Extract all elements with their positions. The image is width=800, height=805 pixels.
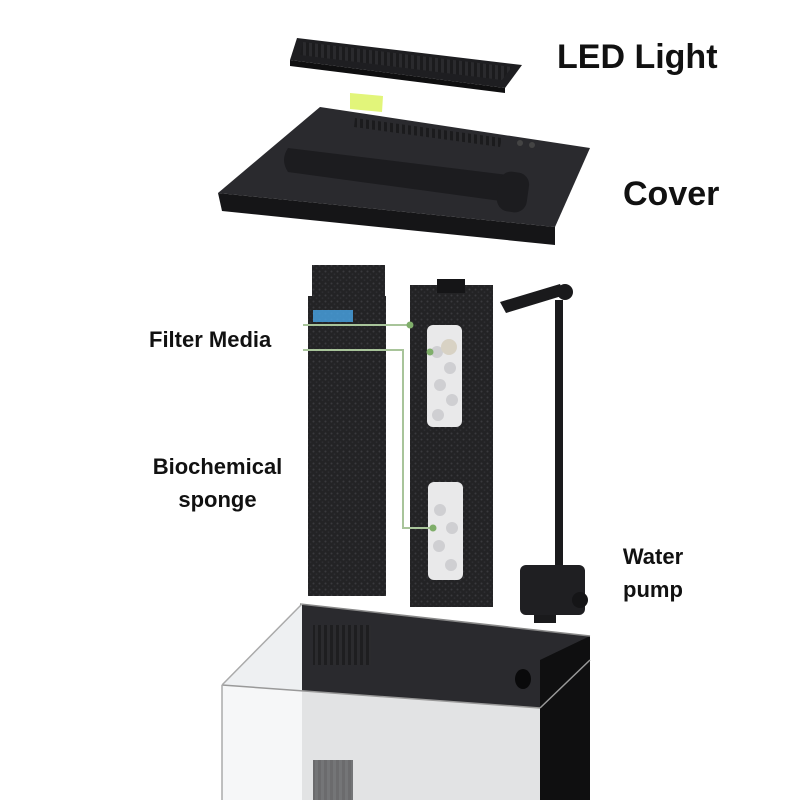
led-light-icon [290, 38, 522, 112]
biochemical-sponge-line-1: Biochemical [152, 454, 283, 479]
tank-icon [221, 603, 591, 800]
water-pump-icon [500, 284, 588, 623]
water-pump-line-1: Water [622, 544, 684, 569]
biochemical-sponge-line-2: sponge [178, 487, 257, 512]
filter-media-label: Filter Media [149, 327, 272, 352]
water-pump-line-2: pump [623, 577, 683, 602]
led-light-label: LED Light [557, 38, 718, 76]
sponge-icon [308, 265, 386, 596]
callout-lines [303, 324, 433, 529]
water-pump-label: Water pump [608, 540, 698, 606]
cover-icon [218, 107, 590, 245]
cover-label: Cover [623, 175, 720, 213]
filter-media-icon [410, 279, 493, 607]
biochemical-sponge-label: Biochemical sponge [145, 450, 290, 516]
callout-dots [406, 321, 437, 532]
